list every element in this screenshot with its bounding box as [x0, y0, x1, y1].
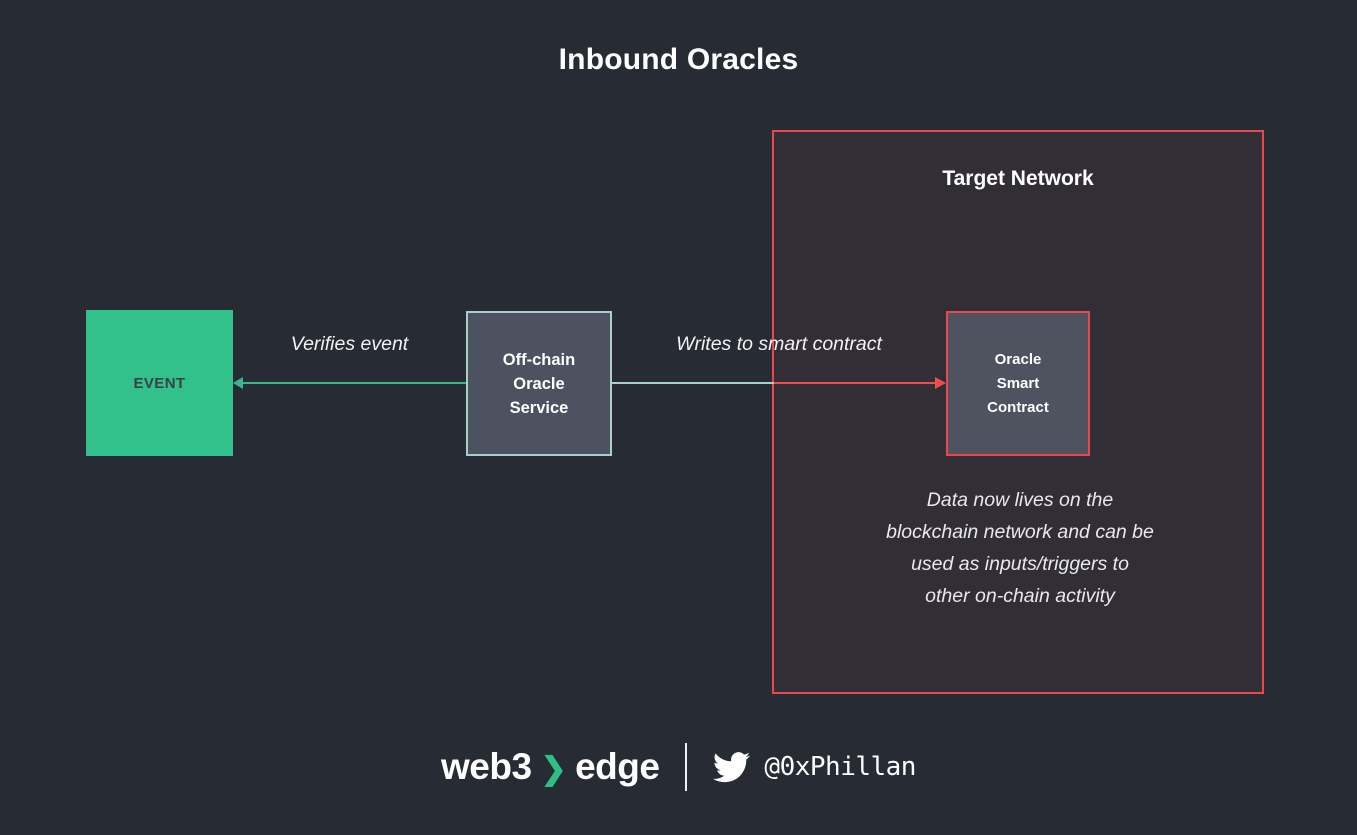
node-event: EVENT — [86, 310, 233, 456]
node-offchain-line-3: Service — [509, 398, 569, 417]
social-handle-text: @0xPhillan — [764, 752, 916, 782]
node-offchain-line-2: Oracle — [513, 374, 565, 393]
node-offchain-line-1: Off-chain — [502, 350, 576, 369]
edge-writes-line-inside — [774, 382, 936, 384]
arrowhead-right-icon — [935, 377, 946, 389]
edge-writes-to-smart-contract-label: Writes to smart contract — [676, 333, 882, 355]
node-event-label: EVENT — [133, 374, 186, 392]
twitter-icon — [713, 751, 751, 782]
footer-divider — [685, 743, 688, 791]
brand-name-left: web3 — [441, 746, 532, 787]
target-network-note: Data now lives on the blockchain network… — [824, 484, 1216, 612]
brand-name-right: edge — [575, 746, 660, 787]
edge-verifies-event: Verifies event — [233, 333, 466, 393]
node-oracle-line-3: Contract — [987, 398, 1049, 416]
note-line-4: other on-chain activity — [925, 585, 1115, 607]
edge-writes-to-smart-contract: Writes to smart contract — [612, 333, 946, 393]
edge-verifies-event-label: Verifies event — [290, 333, 409, 355]
note-line-3: used as inputs/triggers to — [911, 553, 1129, 575]
target-network-region: Target Network Data now lives on the blo… — [772, 130, 1264, 694]
note-line-2: blockchain network and can be — [886, 521, 1154, 543]
edge-verifies-event-line — [241, 382, 466, 384]
social-handle-group: @0xPhillan — [713, 751, 916, 783]
brand-logo: web3 ❯ edge — [441, 746, 660, 788]
edge-writes-line-outside — [612, 382, 774, 384]
note-line-1: Data now lives on the — [926, 489, 1114, 511]
page-title: Inbound Oracles — [558, 43, 799, 76]
arrowhead-left-icon — [233, 377, 243, 389]
target-network-title: Target Network — [942, 167, 1094, 190]
node-offchain-oracle-service: Off-chain Oracle Service — [466, 311, 612, 456]
chevron-right-icon: ❯ — [540, 751, 567, 786]
node-oracle-line-1: Oracle — [994, 350, 1042, 368]
node-oracle-line-2: Smart — [996, 374, 1040, 392]
node-oracle-smart-contract: Oracle Smart Contract — [946, 311, 1090, 456]
footer: web3 ❯ edge @0xPhillan — [0, 743, 1357, 791]
